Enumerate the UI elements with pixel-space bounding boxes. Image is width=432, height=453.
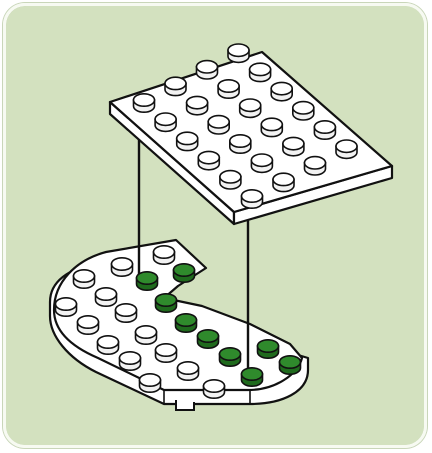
stud-base-3 [96,288,117,306]
stud-top-r1-c0 [165,77,186,95]
stud-top-r1-c3 [230,135,251,153]
stud-base-5 [116,304,137,322]
stud-top-r1-c2 [208,116,229,134]
highlighted-stud-4 [198,330,219,348]
stud-top-r2-c4 [283,137,304,155]
stud-top-r0-c5 [242,190,263,208]
highlighted-stud-2 [156,294,177,312]
stud-top-r1-c4 [251,154,272,172]
stud-top-r2-c2 [240,99,261,117]
highlighted-stud-0 [137,272,158,290]
stud-top-r0-c1 [155,113,176,131]
stud-top-r2-c1 [218,80,239,98]
stud-top-r3-c5 [336,140,357,158]
stud-base-9 [156,344,177,362]
stud-base-4 [56,298,77,316]
highlighted-stud-6 [258,340,279,358]
stud-base-1 [112,258,133,276]
highlighted-stud-7 [242,368,263,386]
stud-top-r3-c4 [314,121,335,139]
stud-base-12 [140,374,161,392]
stud-top-r0-c0 [134,94,155,112]
stud-base-11 [178,362,199,380]
brick-assembly-diagram [6,6,427,448]
stud-base-7 [136,326,157,344]
stud-top-r3-c0 [228,44,249,62]
stud-top-r1-c1 [187,96,208,114]
stud-top-r3-c3 [293,102,314,120]
stud-top-r0-c2 [177,132,198,150]
stud-base-13 [204,380,225,398]
stud-top-r2-c5 [305,157,326,175]
stud-top-r0-c4 [220,171,241,189]
highlighted-stud-1 [174,264,195,282]
stud-top-r3-c2 [271,82,292,100]
stud-base-8 [98,336,119,354]
highlighted-stud-8 [280,356,301,374]
stud-base-0 [154,246,175,264]
stud-top-r2-c3 [261,118,282,136]
stud-top-r0-c3 [198,151,219,169]
stud-top-r2-c0 [197,61,218,79]
highlighted-stud-3 [176,314,197,332]
stud-base-2 [74,270,95,288]
stud-base-6 [78,316,99,334]
illustration-panel [3,3,427,448]
stud-top-r3-c1 [250,63,271,81]
stud-top-r1-c5 [273,173,294,191]
highlighted-stud-5 [220,348,241,366]
stud-base-10 [120,352,141,370]
